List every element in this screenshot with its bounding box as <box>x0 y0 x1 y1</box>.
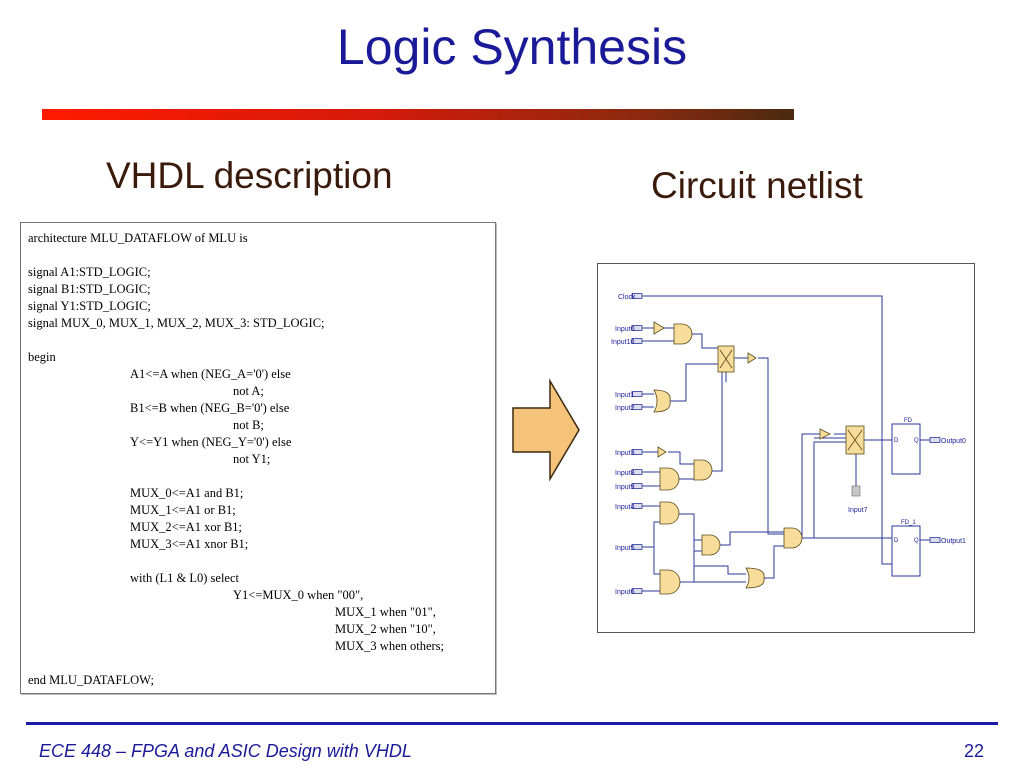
input-label-clock: Clock <box>618 294 636 301</box>
input-label: Input2 <box>615 405 635 412</box>
code-line: MUX_3<=A1 xnor B1; <box>130 537 249 551</box>
vhdl-code-box: architecture MLU_DATAFLOW of MLU is sign… <box>20 222 496 694</box>
output-label: Output0 <box>941 438 966 445</box>
code-line: MUX_1 when "01", <box>335 605 436 619</box>
page-number: 22 <box>964 741 985 761</box>
code-line: not Y1; <box>233 452 271 466</box>
code-line: MUX_3 when others; <box>335 639 445 653</box>
ff-pin-label: D <box>894 538 899 544</box>
output-label: Output1 <box>941 538 966 545</box>
title-underline-bar <box>42 109 794 120</box>
circuit-netlist-diagram: Clock Input0 Input10 Input1 Input2 Input… <box>597 263 975 633</box>
code-line: A1<=A when (NEG_A='0') else <box>130 367 291 381</box>
code-line: MUX_0<=A1 and B1; <box>130 486 244 500</box>
code-line: not A; <box>233 384 264 398</box>
code-line: B1<=B when (NEG_B='0') else <box>130 401 290 415</box>
code-line: Y<=Y1 when (NEG_Y='0') else <box>130 435 292 449</box>
input-label: Input1 <box>615 392 635 399</box>
code-line: signal MUX_0, MUX_1, MUX_2, MUX_3: STD_L… <box>28 316 325 330</box>
ff-pin-label: Q <box>914 538 919 544</box>
netlist-heading: Circuit netlist <box>651 165 863 206</box>
input-label: Input9 <box>615 484 635 491</box>
footer-course-title: ECE 448 – FPGA and ASIC Design with VHDL <box>39 741 412 761</box>
netlist-schematic: Clock Input0 Input10 Input1 Input2 Input… <box>611 293 966 596</box>
input-label: Input0 <box>615 326 635 333</box>
code-line: begin <box>28 350 56 364</box>
code-line: architecture MLU_DATAFLOW of MLU is <box>28 231 248 245</box>
input-label: Input7 <box>848 507 868 514</box>
vhdl-heading: VHDL description <box>106 155 393 196</box>
code-line: MUX_1<=A1 or B1; <box>130 503 236 517</box>
footer-divider <box>26 722 998 725</box>
slide-title: Logic Synthesis <box>336 19 688 75</box>
code-line: MUX_2 when "10", <box>335 622 436 636</box>
ff-pin-label: D <box>894 438 899 444</box>
ff-label: FD_1 <box>901 520 916 526</box>
ff-label: FD <box>904 418 913 424</box>
code-line: end MLU_DATAFLOW; <box>28 673 154 687</box>
code-line: signal A1:STD_LOGIC; <box>28 265 151 279</box>
input-label: Input5 <box>615 545 635 552</box>
input-label: Input3 <box>615 450 635 457</box>
input-label: Input8 <box>615 470 635 477</box>
code-line: with (L1 & L0) select <box>130 571 239 585</box>
code-line: Y1<=MUX_0 when "00", <box>233 588 364 602</box>
code-line: MUX_2<=A1 xor B1; <box>130 520 243 534</box>
right-arrow-icon <box>512 378 580 482</box>
input-label: Input6 <box>615 589 635 596</box>
ff-pin-label: Q <box>914 438 919 444</box>
code-line: signal B1:STD_LOGIC; <box>28 282 151 296</box>
input-label: Input4 <box>615 504 635 511</box>
input-label: Input10 <box>611 339 634 346</box>
code-line: signal Y1:STD_LOGIC; <box>28 299 151 313</box>
code-line: not B; <box>233 418 264 432</box>
